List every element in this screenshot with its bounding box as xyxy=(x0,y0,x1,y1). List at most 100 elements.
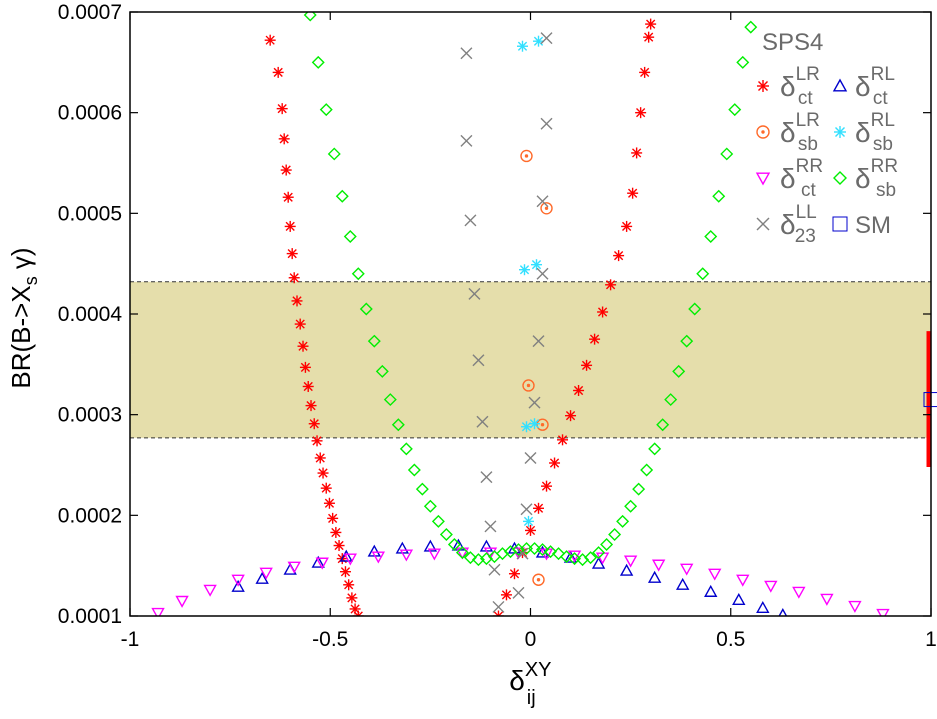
data-point xyxy=(672,364,686,378)
data-point xyxy=(287,561,301,574)
data-point xyxy=(732,592,746,605)
data-point xyxy=(407,463,421,477)
legend-marker xyxy=(756,217,770,231)
data-point xyxy=(460,47,473,60)
data-point xyxy=(286,248,298,260)
data-point xyxy=(664,393,678,407)
data-point xyxy=(532,573,545,586)
legend-marker xyxy=(757,80,769,92)
data-point xyxy=(323,497,335,509)
data-point xyxy=(315,557,329,570)
y-tick-label: 0.0004 xyxy=(58,303,123,326)
data-point xyxy=(552,547,566,561)
data-point xyxy=(492,600,505,613)
y-tick-label: 0.0001 xyxy=(58,605,122,628)
data-point xyxy=(317,467,329,479)
data-point xyxy=(532,335,545,348)
data-point xyxy=(343,553,357,566)
data-point xyxy=(302,380,314,392)
data-point xyxy=(676,577,690,590)
data-point xyxy=(728,103,742,117)
data-point xyxy=(415,482,429,496)
data-point xyxy=(346,592,358,604)
data-point xyxy=(516,547,529,560)
data-point xyxy=(605,279,617,291)
data-point xyxy=(680,334,694,348)
data-point xyxy=(351,267,365,281)
data-point xyxy=(488,563,501,576)
data-point xyxy=(560,550,574,564)
data-point xyxy=(175,595,189,608)
data-point xyxy=(540,117,553,130)
data-point xyxy=(280,164,292,176)
series-layer xyxy=(151,12,890,616)
data-point xyxy=(472,354,485,367)
data-point xyxy=(704,584,718,597)
data-point xyxy=(319,103,333,117)
data-point xyxy=(528,542,541,556)
data-point xyxy=(540,32,553,45)
x-tick-label: -0.5 xyxy=(312,628,348,651)
series-rl-sb xyxy=(516,35,545,527)
data-point xyxy=(688,302,702,316)
series-rr-ct xyxy=(151,547,890,616)
data-point xyxy=(335,189,349,203)
data-point xyxy=(367,334,381,348)
data-point xyxy=(259,567,273,580)
data-point xyxy=(619,563,634,576)
data-point xyxy=(151,607,165,616)
data-point xyxy=(744,20,758,34)
data-point xyxy=(529,418,541,430)
y-tick-label: 0.0007 xyxy=(58,1,122,24)
data-point xyxy=(330,526,342,538)
data-point xyxy=(455,547,470,560)
data-point xyxy=(680,563,694,576)
data-point xyxy=(231,574,245,587)
experimental-band xyxy=(130,281,931,439)
data-point xyxy=(480,471,493,484)
data-point xyxy=(399,549,414,562)
data-point xyxy=(549,457,561,469)
data-point xyxy=(568,552,582,566)
data-point xyxy=(640,463,654,477)
series-ll-23 xyxy=(460,32,553,613)
data-point xyxy=(522,379,535,392)
data-point xyxy=(536,418,549,431)
data-point xyxy=(371,551,385,564)
exp-band-fill xyxy=(130,281,931,438)
data-point xyxy=(522,515,534,527)
data-point xyxy=(343,579,355,591)
data-point xyxy=(464,214,477,227)
data-point xyxy=(533,502,545,514)
data-point xyxy=(536,267,549,280)
legend-marker xyxy=(833,171,847,185)
data-point xyxy=(468,287,481,300)
data-point xyxy=(512,586,525,599)
data-point xyxy=(327,147,341,161)
data-point xyxy=(651,559,666,572)
data-point xyxy=(520,149,533,163)
y-axis-title: BR(B->Xs γ) xyxy=(6,247,41,388)
data-point xyxy=(591,556,606,569)
legend-marker xyxy=(834,126,846,138)
data-point xyxy=(848,600,862,613)
data-point xyxy=(592,546,606,560)
data-point xyxy=(314,452,326,464)
legend-marker xyxy=(756,125,770,139)
data-point xyxy=(696,267,710,281)
data-point xyxy=(573,385,585,397)
data-point xyxy=(536,543,550,557)
data-point xyxy=(520,421,532,433)
data-point xyxy=(311,555,325,568)
data-point xyxy=(764,580,778,593)
data-point xyxy=(648,442,662,456)
data-point xyxy=(531,259,543,271)
data-point xyxy=(720,147,734,161)
data-point xyxy=(276,103,288,115)
